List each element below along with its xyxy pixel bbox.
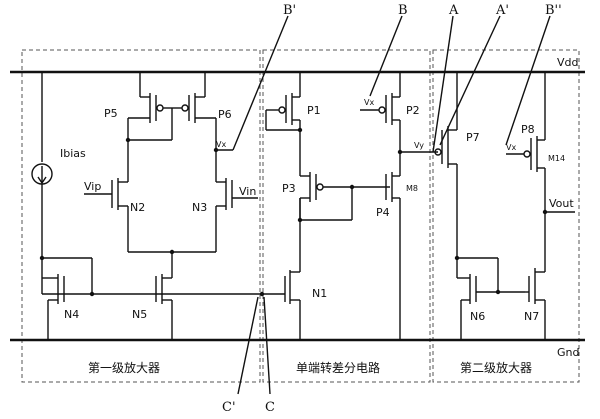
- vx-label-p8: Vx: [506, 143, 516, 152]
- n2-label: N2: [130, 201, 145, 214]
- section-box-stage1: [21, 49, 261, 383]
- n6-label: N6: [470, 310, 485, 323]
- caption-stage2: 第二级放大器: [460, 360, 532, 375]
- m8-label: M8: [406, 184, 418, 193]
- caption-stage1: 第一级放大器: [88, 360, 160, 375]
- m14-label: M14: [548, 154, 565, 163]
- vx-label-stage1: Vx: [216, 140, 226, 149]
- callout-bdprime-line: [505, 15, 551, 146]
- supply-rails: Vdd Gnd: [10, 56, 585, 359]
- p5-label: P5: [104, 107, 118, 120]
- callouts: B' B A A' B'' C' C: [222, 3, 562, 415]
- callout-b: B: [398, 3, 408, 18]
- caption-s2d: 单端转差分电路: [296, 360, 380, 375]
- callout-cprime-line: [237, 296, 259, 395]
- p4-label: P4: [376, 206, 390, 219]
- vin-label: Vin: [239, 185, 256, 198]
- vip-label: Vip: [84, 180, 101, 193]
- callout-cprime: C': [222, 400, 236, 415]
- stage1-amplifier: Ibias P5 P6 Vx Vip N2: [31, 72, 285, 340]
- p3-label: P3: [282, 182, 296, 195]
- gnd-label: Gnd: [557, 346, 579, 359]
- callout-aprime: A': [495, 3, 509, 18]
- n7-label: N7: [524, 310, 539, 323]
- callout-bprime: B': [283, 3, 296, 18]
- section-box-s2d: [262, 49, 431, 383]
- stage2-amplifier: P7 Vx P8 M14 Vout N6: [434, 72, 575, 340]
- p8-label: P8: [521, 123, 535, 136]
- p2-label: P2: [406, 104, 420, 117]
- callout-b-line: [369, 15, 403, 97]
- callout-c: C: [265, 400, 275, 415]
- ibias-label: Ibias: [60, 147, 86, 160]
- p7-label: P7: [466, 131, 480, 144]
- n4-label: N4: [64, 308, 79, 321]
- n1-label: N1: [312, 287, 327, 300]
- callout-bprime-line: [232, 15, 289, 151]
- vx-label-p2: Vx: [364, 98, 374, 107]
- callout-c-line: [263, 296, 271, 395]
- n3-label: N3: [192, 201, 207, 214]
- vout-label: Vout: [549, 197, 574, 210]
- section-box-stage2: [432, 49, 580, 383]
- vy-label: Vy: [414, 141, 424, 150]
- callout-bdprime: B'': [545, 3, 562, 18]
- callout-a-line: [432, 15, 454, 153]
- section-captions: 第一级放大器 单端转差分电路 第二级放大器: [88, 360, 532, 375]
- p1-label: P1: [307, 104, 321, 117]
- s2d-circuit: P1 P3 N1 Vx P2: [265, 72, 438, 340]
- p6-label: P6: [218, 108, 232, 121]
- vdd-label: Vdd: [557, 56, 579, 69]
- n5-label: N5: [132, 308, 147, 321]
- callout-aprime-line: [439, 15, 501, 146]
- section-boxes: [21, 49, 580, 383]
- callout-a: A: [448, 3, 459, 18]
